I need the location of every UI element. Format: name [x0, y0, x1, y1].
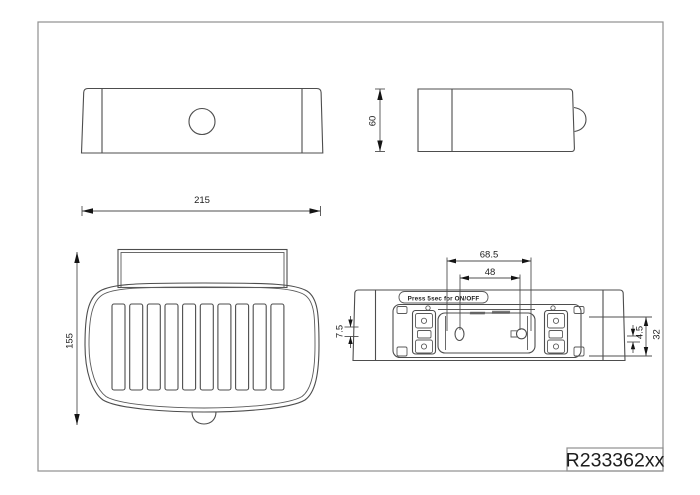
- front-sensor-circle: [188, 107, 216, 136]
- press-onoff-label: Press 5sec for ON/OFF: [398, 291, 489, 304]
- screw-boss: [425, 305, 431, 311]
- arrowhead-up: [377, 89, 383, 100]
- back-7-5-label: 7.5: [335, 325, 346, 338]
- arrowhead-up: [348, 336, 353, 344]
- arrowhead-down: [630, 328, 636, 336]
- back-dimension-68-5: 68.5: [446, 250, 532, 331]
- arrowhead-left: [460, 275, 469, 281]
- back-dimension-32: 32: [589, 316, 663, 357]
- drawing-frame: [37, 21, 664, 472]
- louvre-slats: [111, 303, 285, 391]
- top-height-dimension: 155: [65, 252, 80, 425]
- back-4-5-label: 4.5: [635, 326, 646, 339]
- top-view: [84, 248, 320, 425]
- top-height-label: 155: [65, 333, 76, 349]
- back-dimension-7-5: 7.5: [335, 316, 359, 348]
- arrowhead-left: [82, 208, 93, 214]
- top-body-inner: [88, 286, 316, 409]
- corner-tab: [396, 306, 408, 314]
- arrowhead-right: [511, 275, 520, 281]
- arrowhead-down: [74, 414, 80, 425]
- title-block: R233362xx: [566, 447, 665, 472]
- part-number: R233362xx: [566, 450, 665, 472]
- corner-tab: [573, 346, 585, 357]
- arrowhead-right: [309, 208, 321, 214]
- press-onoff-text: Press 5sec for ON/OFF: [408, 295, 480, 302]
- side-body-outline: [417, 88, 575, 153]
- front-view: [80, 87, 324, 154]
- side-height-dimension: 60: [368, 88, 385, 152]
- side-height-label: 60: [368, 116, 379, 127]
- arrowhead-down: [643, 347, 649, 356]
- front-width-dimension: 215: [81, 195, 321, 216]
- arrowhead-up: [643, 317, 649, 326]
- keyhole-slot-right: [510, 328, 528, 340]
- molded-text-mark: [491, 310, 511, 314]
- back-dimension-4-5: 4.5: [627, 325, 646, 353]
- top-body-outer: [84, 282, 320, 413]
- back-dimension-48: 48: [459, 267, 521, 330]
- mounting-recess: [392, 303, 582, 359]
- back-68-5-label: 68.5: [480, 250, 499, 261]
- corner-tab: [573, 306, 585, 314]
- side-view: [417, 88, 587, 153]
- arrowhead-left: [447, 258, 456, 264]
- title-block-box: [566, 447, 664, 472]
- arrowhead-down: [348, 319, 353, 327]
- arrowhead-up: [630, 342, 636, 350]
- mounting-plate: [437, 309, 536, 354]
- back-body-outline: [352, 289, 626, 362]
- corner-tab: [396, 346, 408, 357]
- front-body-outline: [80, 87, 324, 154]
- bracket-outer: [117, 248, 288, 289]
- terminal-block-left: [411, 309, 437, 355]
- back-48-label: 48: [485, 267, 496, 278]
- arrowhead-up: [74, 252, 80, 263]
- bracket-inner: [120, 252, 285, 288]
- keyhole-slot-left: [454, 326, 465, 342]
- terminal-block-right: [543, 309, 569, 355]
- front-width-label: 215: [194, 195, 210, 206]
- back-32-label: 32: [652, 329, 663, 340]
- screw-boss: [550, 305, 556, 311]
- arrowhead-down: [377, 140, 383, 152]
- top-sensor-bump: [191, 411, 217, 425]
- arrowhead-right: [522, 258, 531, 264]
- molded-text-mark: [469, 311, 486, 315]
- side-sensor-bump: [573, 106, 587, 133]
- back-view: Press 5sec for ON/OFF: [352, 289, 626, 362]
